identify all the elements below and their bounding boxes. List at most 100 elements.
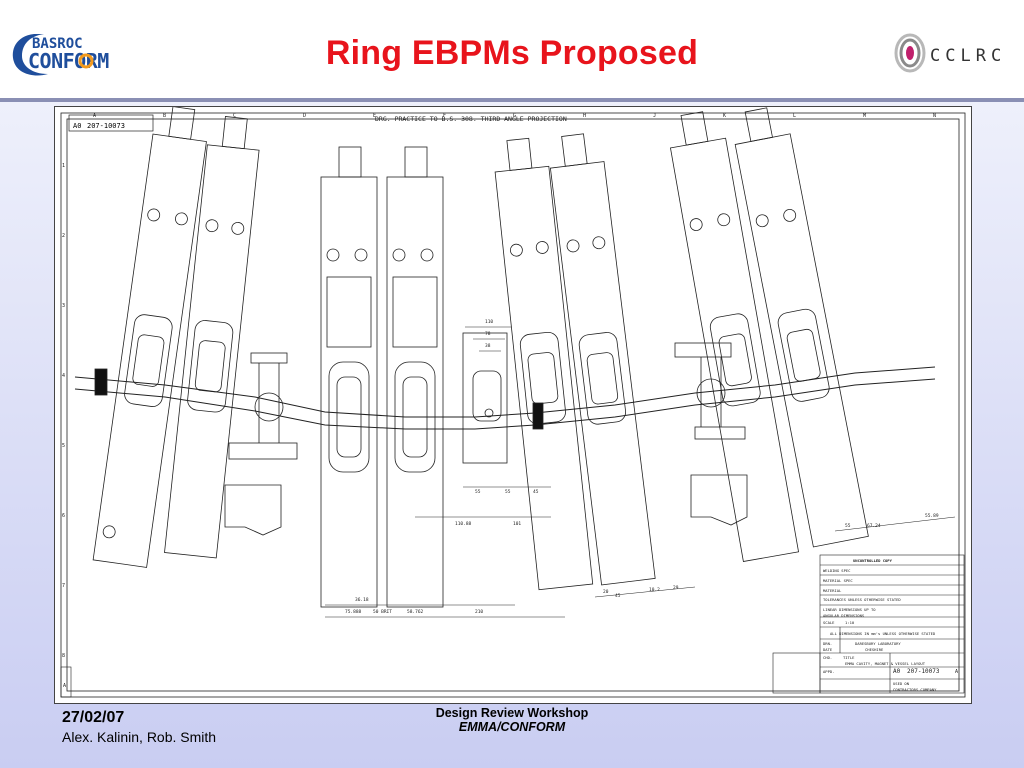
dim-78: 78 xyxy=(485,331,491,337)
svg-text:8: 8 xyxy=(62,653,65,659)
title-field-label: TITLE xyxy=(843,655,855,660)
footer-event: Design Review Workshop xyxy=(435,706,589,720)
used-on-label: USED ON xyxy=(893,681,910,686)
tolerances-label: TOLERANCES UNLESS OTHERWISE STATED xyxy=(823,597,901,602)
svg-text:A: A xyxy=(63,683,66,689)
org-label: DARESBURY LABORATORY xyxy=(855,641,901,646)
svg-text:J: J xyxy=(653,113,656,119)
cclrc-logo: CCLRC xyxy=(894,33,1006,73)
material-label: MATERIAL xyxy=(823,588,842,593)
all-dims-note: ALL DIMENSIONS IN mm's UNLESS OTHERWISE … xyxy=(830,631,936,636)
flange-left-black xyxy=(94,368,108,396)
uncontrolled-copy-label: UNCONTROLLED COPY xyxy=(853,558,893,563)
svg-text:1: 1 xyxy=(62,163,65,169)
svg-text:L: L xyxy=(793,113,796,119)
drawing-number-bottom: 207-10073 xyxy=(907,668,940,675)
logo-basroc-text: BASROC xyxy=(32,36,83,52)
revision-letter: A xyxy=(955,669,958,675)
beam-pipe-lower xyxy=(74,378,936,430)
footer-left: 27/02/07 Alex. Kalinin, Rob. Smith xyxy=(62,709,216,745)
cclrc-swirl-icon xyxy=(894,33,926,73)
scale-label: SCALE xyxy=(823,620,835,625)
projection-note: DRG. PRACTICE TO B.S. 308. THIRD ANGLE P… xyxy=(375,115,567,123)
angular-dims-label: ANGULAR DIMENSIONS xyxy=(823,613,865,618)
chd-label: CHD. xyxy=(823,655,832,660)
magnet-assembly-7 xyxy=(669,111,800,562)
svg-text:M: M xyxy=(863,113,866,119)
dim-20: 20 xyxy=(603,589,609,595)
date-label: DATE xyxy=(823,647,833,652)
dim-67-24: 67.24 xyxy=(867,523,881,529)
svg-text:N: N xyxy=(933,113,936,119)
cclrc-text: CCLRC xyxy=(930,46,1006,66)
revision-strip: A xyxy=(60,666,72,698)
footer-project: EMMA/CONFORM xyxy=(458,720,566,734)
dim-55a: 55 xyxy=(475,489,481,495)
zone-numbers: 1 2 3 4 5 6 7 8 xyxy=(62,163,65,659)
slide-header xyxy=(0,0,1024,100)
cavity-ebpm xyxy=(462,332,508,464)
slide-title: Ring EBPMs Proposed xyxy=(325,34,699,72)
dim-29: 29 xyxy=(673,585,679,591)
dim-210: 210 xyxy=(475,609,483,615)
basroc-conform-logo: BASROC CONFORM xyxy=(12,34,110,76)
svg-text:7: 7 xyxy=(62,583,65,589)
svg-text:207-10073: 207-10073 xyxy=(87,122,125,130)
svg-text:E: E xyxy=(373,113,376,119)
vacuum-vessel-left xyxy=(224,352,298,536)
linear-dims-label: LINEAR DIMENSIONS UP TO xyxy=(823,607,876,612)
magnet-assembly-2 xyxy=(164,116,260,559)
dim-55-89: 55.89 xyxy=(925,513,939,519)
svg-text:A: A xyxy=(93,113,96,119)
engineering-drawing: A B C D E F G H J K L M N 1 2 3 4 5 6 7 … xyxy=(54,106,972,704)
svg-text:F: F xyxy=(443,113,446,119)
footer-date: 27/02/07 xyxy=(62,709,125,726)
svg-text:C: C xyxy=(233,113,236,119)
dim-75-888: 75.888 xyxy=(345,609,362,615)
drn-label: DRN. xyxy=(823,641,832,646)
drawing-frame xyxy=(60,112,966,698)
dim-110-88: 110.88 xyxy=(455,521,472,527)
dim-55b: 55 xyxy=(505,489,511,495)
scale-value: 1:10 xyxy=(845,620,855,625)
appd-label: APPD. xyxy=(823,669,834,674)
dim-58-762: 58.762 xyxy=(407,609,424,615)
flange-centre-black xyxy=(532,402,544,430)
svg-text:H: H xyxy=(583,113,586,119)
magnet-assembly-8 xyxy=(734,107,869,548)
title-block xyxy=(772,554,965,694)
magnet-assembly-4 xyxy=(386,146,444,608)
svg-text:B: B xyxy=(163,113,166,119)
magnet-assembly-5 xyxy=(494,137,594,591)
vacuum-vessel-right xyxy=(674,342,748,526)
zone-letters: A B C D E F G H J K L M N xyxy=(93,113,936,119)
footer-authors: Alex. Kalinin, Rob. Smith xyxy=(62,729,217,745)
sheet-size-bottom: A0 xyxy=(893,668,901,675)
welding-spec-label: WELDING SPEC xyxy=(823,568,850,573)
dim-110: 110 xyxy=(485,319,493,325)
svg-text:K: K xyxy=(723,113,726,119)
header-divider xyxy=(0,98,1024,102)
svg-text:5: 5 xyxy=(62,443,65,449)
dim-55c: 55 xyxy=(845,523,851,529)
svg-text:D: D xyxy=(303,113,306,119)
magnet-assembly-3 xyxy=(320,146,378,608)
svg-text:6: 6 xyxy=(62,513,65,519)
svg-text:A0: A0 xyxy=(73,122,81,130)
dim-10-2: 10.2 xyxy=(649,587,660,593)
drawing-title-text: EMMA CAVITY, MAGNET & VESSEL LAYOUT xyxy=(845,661,926,666)
svg-text:3: 3 xyxy=(62,303,65,309)
org-sub-label: CHESHIRE xyxy=(865,647,884,652)
dim-36-18: 36.18 xyxy=(355,597,369,603)
dim-50-brit: 50 BRIT xyxy=(373,609,392,615)
contractors-label: CONTRACTORS COMPANY xyxy=(893,687,937,692)
svg-text:2: 2 xyxy=(62,233,65,239)
dim-45: 45 xyxy=(533,489,539,495)
footer-center: Design Review Workshop EMMA/CONFORM xyxy=(380,706,644,734)
material-spec-label: MATERIAL SPEC xyxy=(823,578,853,583)
dim-45b: 45 xyxy=(615,593,621,599)
drawing-number-box-top: A0 207-10073 xyxy=(68,114,154,132)
magnet-assembly-1 xyxy=(92,107,207,568)
logo-conform-text: CONFORM xyxy=(28,49,109,73)
svg-text:G: G xyxy=(513,113,516,119)
